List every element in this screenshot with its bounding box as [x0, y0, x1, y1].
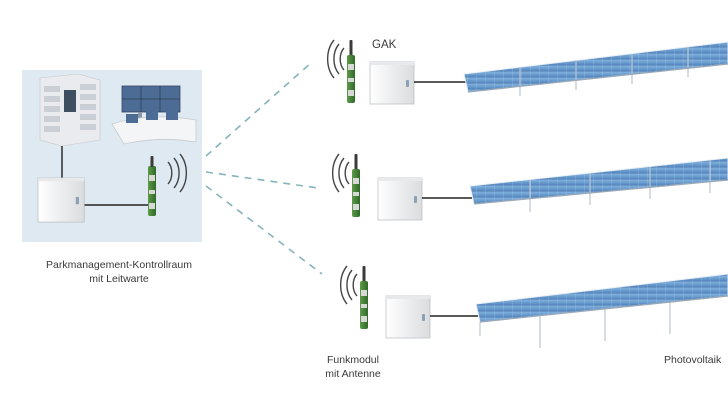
server-rack-icon	[39, 73, 101, 147]
combiner-box-icon	[385, 295, 431, 339]
solar-panel-icon	[475, 273, 728, 348]
field-row-3	[339, 265, 728, 348]
solar-panel-icon	[463, 41, 728, 96]
radio-module-icon	[326, 39, 356, 104]
combiner-box-icon	[377, 177, 423, 221]
control-desk-icon	[111, 111, 197, 145]
field-row-1	[326, 39, 728, 105]
solar-panel-icon	[469, 157, 728, 212]
control-room-cabinet	[37, 177, 85, 223]
radio-module-label: Funkmodul mit Antenne	[318, 353, 388, 381]
radio-module-label-line2: mit Antenne	[325, 368, 381, 380]
control-room-label: Parkmanagement-Kontrollraum mit Leitwart…	[24, 258, 214, 286]
control-room-label-line1: Parkmanagement-Kontrollraum	[46, 259, 192, 271]
photovoltaic-label: Photovoltaik	[664, 354, 722, 366]
radio-module-icon	[339, 265, 369, 330]
monitor-wall-icon	[121, 85, 181, 120]
field-row-2	[331, 153, 728, 221]
control-room-cable	[61, 146, 150, 206]
radio-module-icon	[331, 153, 361, 218]
control-room-label-line2: mit Leitwarte	[89, 273, 149, 285]
combiner-box-icon	[369, 61, 415, 105]
radio-links	[205, 61, 323, 275]
gak-label: GAK	[372, 39, 397, 51]
radio-module-label-line1: Funkmodul	[327, 354, 379, 366]
control-room-radio-module	[148, 153, 187, 216]
